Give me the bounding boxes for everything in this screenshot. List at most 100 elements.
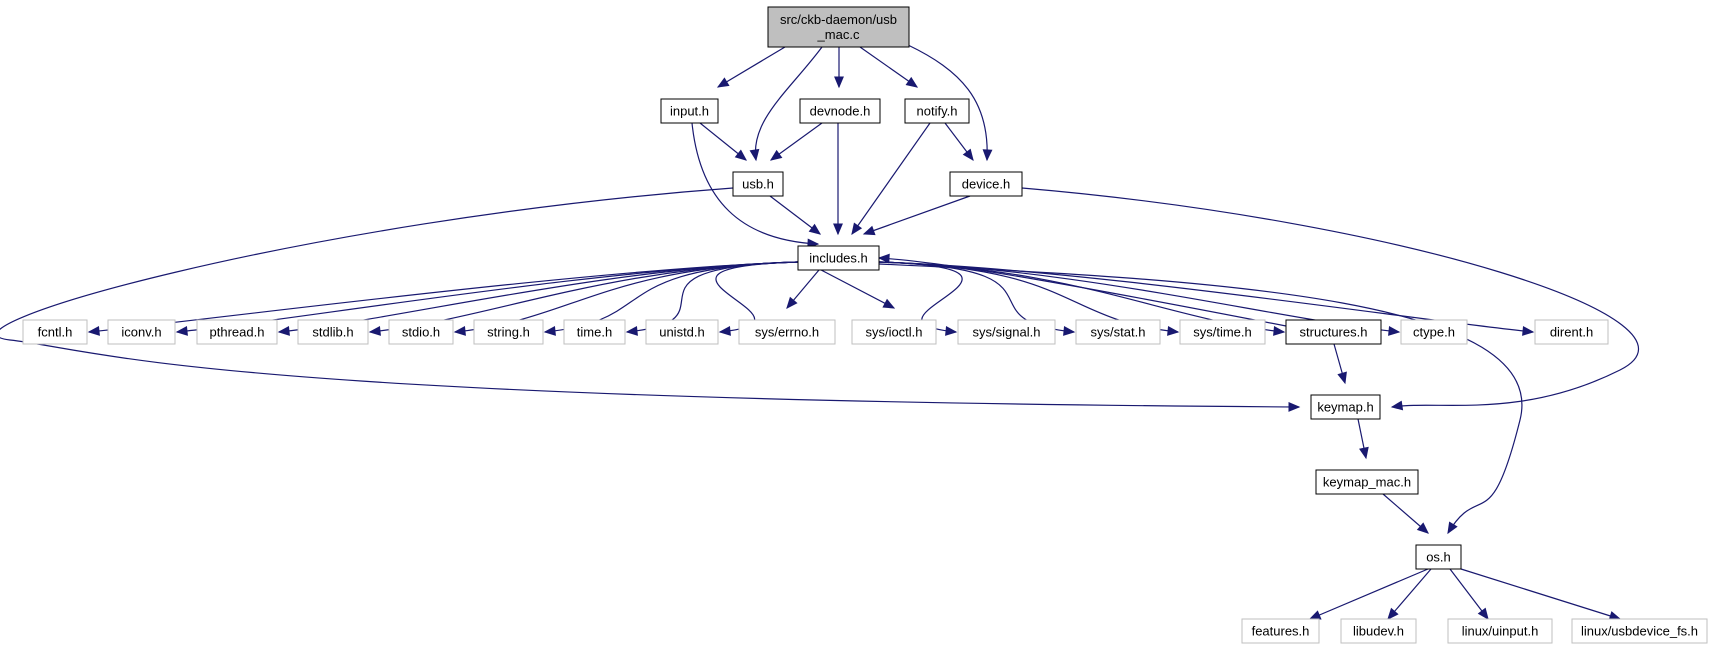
- node-devnode[interactable]: devnode.h: [799, 98, 881, 124]
- node-label: features.h: [1252, 624, 1310, 639]
- edge-os-to-features: [1308, 568, 1429, 620]
- edge-arrowhead: [962, 148, 974, 162]
- node-label: iconv.h: [121, 325, 161, 340]
- edge-includes-to-os: [878, 263, 1523, 535]
- edge-line: [878, 261, 1534, 333]
- edge-notify-to-device: [944, 122, 974, 162]
- node-label: structures.h: [1300, 325, 1368, 340]
- edge-line: [878, 263, 1523, 534]
- node-time: time.h: [563, 319, 626, 345]
- edge-arrowhead: [87, 326, 100, 336]
- node-input[interactable]: input.h: [660, 98, 719, 124]
- edge-device-to-includes: [862, 195, 971, 236]
- node-label: linux/usbdevice_fs.h: [1581, 624, 1698, 639]
- node-keymapmac[interactable]: keymap_mac.h: [1315, 469, 1419, 495]
- node-label: sys/errno.h: [755, 325, 819, 340]
- edge-arrowhead: [1063, 326, 1076, 336]
- node-root[interactable]: src/ckb-daemon/usb_mac.c: [767, 6, 910, 48]
- node-box: [1400, 319, 1468, 345]
- edge-arrowhead: [1387, 607, 1399, 620]
- edge-keymap-to-keymapmac: [1357, 418, 1369, 460]
- edge-arrowhead: [1288, 401, 1301, 412]
- node-structures[interactable]: structures.h: [1285, 319, 1382, 345]
- edge-root-to-devnode: [834, 47, 844, 89]
- edge-arrowhead: [277, 326, 290, 336]
- node-label: stdio.h: [402, 325, 440, 340]
- edge-arrowhead: [1167, 326, 1180, 336]
- edge-line: [1021, 187, 1639, 408]
- node-box: [797, 245, 880, 271]
- node-box: [949, 171, 1023, 197]
- node-box: [767, 6, 910, 48]
- edge-includes-to-ioctl: [820, 269, 896, 309]
- node-box: [851, 319, 937, 345]
- node-box: [660, 98, 719, 124]
- node-label: unistd.h: [659, 325, 705, 340]
- node-box: [957, 319, 1056, 345]
- edge-line: [820, 269, 895, 309]
- edge-arrowhead: [862, 225, 876, 236]
- edge-arrowhead: [1388, 326, 1401, 336]
- node-box: [1315, 469, 1419, 495]
- edge-line: [717, 46, 786, 88]
- node-label: pthread.h: [210, 325, 265, 340]
- edge-arrowhead: [1522, 326, 1535, 336]
- edge-notify-to-includes: [851, 122, 931, 236]
- node-ctype: ctype.h: [1400, 319, 1468, 345]
- node-os[interactable]: os.h: [1415, 544, 1462, 570]
- node-ioctl: sys/ioctl.h: [851, 319, 937, 345]
- node-uinput: linux/uinput.h: [1447, 618, 1553, 644]
- edge-includes-to-errno: [786, 269, 820, 309]
- edge-root-to-notify: [859, 46, 919, 88]
- node-device[interactable]: device.h: [949, 171, 1023, 197]
- edge-arrowhead: [543, 326, 556, 336]
- node-fcntl: fcntl.h: [22, 319, 88, 345]
- node-keymap[interactable]: keymap.h: [1310, 394, 1381, 420]
- edge-arrowhead: [453, 326, 466, 336]
- edge-arrowhead: [368, 326, 381, 336]
- node-label: string.h: [487, 325, 530, 340]
- node-label: linux/uinput.h: [1462, 624, 1539, 639]
- edge-line: [851, 122, 931, 235]
- node-box: [388, 319, 454, 345]
- edge-arrowhead: [808, 223, 822, 235]
- node-box: [297, 319, 369, 345]
- edge-root-to-input: [716, 46, 786, 88]
- edge-root-to-usb: [749, 46, 823, 162]
- edge-arrowhead: [877, 253, 890, 264]
- edge-line: [1460, 568, 1621, 620]
- node-signal: sys/signal.h: [957, 319, 1056, 345]
- edge-os-to-uinput: [1449, 568, 1489, 621]
- node-usb[interactable]: usb.h: [732, 171, 784, 197]
- node-label: src/ckb-daemon/usb: [780, 12, 897, 27]
- node-box: [1415, 544, 1462, 570]
- node-pthread: pthread.h: [196, 319, 278, 345]
- node-box: [645, 319, 719, 345]
- edge-arrowhead: [734, 149, 748, 161]
- node-box: [1285, 319, 1382, 345]
- node-includes[interactable]: includes.h: [797, 245, 880, 271]
- node-label: sys/stat.h: [1091, 325, 1146, 340]
- edge-usb-to-keymap: [0, 187, 1301, 412]
- edge-line: [859, 46, 918, 88]
- node-box: [22, 319, 88, 345]
- edge-line: [1387, 568, 1432, 620]
- node-box: [799, 98, 881, 124]
- node-box: [904, 98, 970, 124]
- node-label: keymap.h: [1317, 400, 1373, 415]
- node-notify[interactable]: notify.h: [904, 98, 970, 124]
- edge-line: [770, 122, 823, 161]
- edge-arrowhead: [749, 148, 760, 162]
- edge-arrowhead: [1416, 522, 1429, 534]
- edge-includes-to-dirent: [878, 261, 1535, 336]
- edge-arrowhead: [882, 298, 896, 309]
- node-label: sys/ioctl.h: [865, 325, 922, 340]
- node-unistd: unistd.h: [645, 319, 719, 345]
- node-box: [196, 319, 278, 345]
- node-label: keymap_mac.h: [1323, 475, 1411, 490]
- node-features: features.h: [1241, 618, 1320, 644]
- node-box: [107, 319, 176, 345]
- edge-arrowhead: [175, 326, 188, 336]
- edge-line: [1309, 568, 1429, 620]
